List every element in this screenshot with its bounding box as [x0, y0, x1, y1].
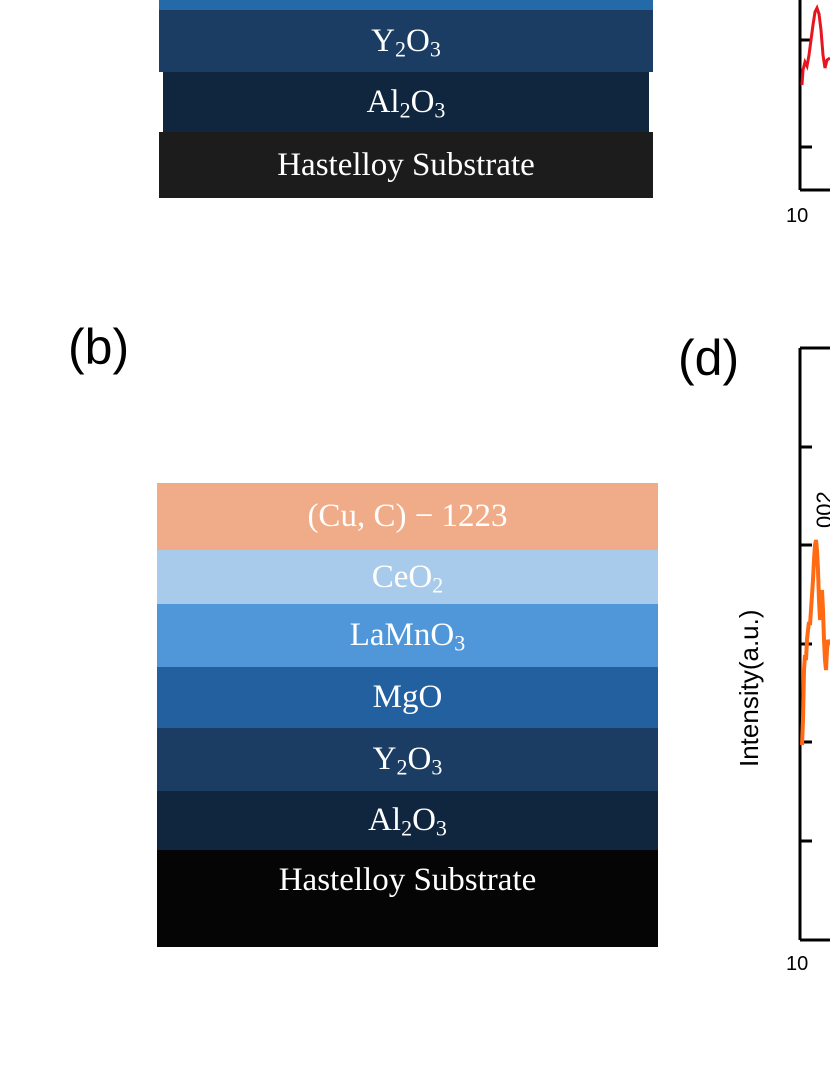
panel-a-layer-stack: Y2O3 Al2O3 Hastelloy Substrate — [159, 0, 653, 198]
layer-label: Hastelloy Substrate — [278, 862, 537, 898]
panel-b-layer-cuc1223: (Cu, C) − 1223 — [157, 483, 658, 550]
panel-b-layer-stack: (Cu, C) − 1223 CeO2 LaMnO3 MgO Y2O3 Al2O… — [157, 483, 658, 947]
layer-label: CeO2 — [371, 558, 444, 597]
layer-label: Al2O3 — [368, 802, 447, 841]
panel-d-chart — [798, 346, 830, 942]
panel-b-layer-al2o3: Al2O3 — [157, 791, 658, 850]
panel-a-layer-al2o3: Al2O3 — [163, 72, 649, 132]
layer-label: Y2O3 — [372, 741, 443, 780]
panel-b-layer-y2o3: Y2O3 — [157, 728, 658, 791]
layer-label: Al2O3 — [366, 83, 446, 122]
panel-a-layer-y2o3: Y2O3 — [159, 10, 653, 72]
layer-label: Y2O3 — [371, 22, 441, 61]
panel-a-layer-substrate: Hastelloy Substrate — [159, 132, 653, 198]
panel-d-series-line — [800, 539, 830, 746]
panel-d-label: (d) — [678, 330, 740, 386]
panel-a-layer-top — [159, 0, 653, 10]
panel-b-layer-mgo: MgO — [157, 667, 658, 728]
layer-label: Hastelloy Substrate — [277, 146, 535, 183]
panel-c-series-line — [800, 4, 830, 86]
layer-label: (Cu, C) − 1223 — [307, 498, 508, 534]
panel-b-layer-lamno3: LaMnO3 — [157, 604, 658, 667]
panel-c-x-tick-label: 10 — [786, 205, 809, 227]
panel-b-label: (b) — [68, 319, 130, 375]
panel-b-layer-substrate: Hastelloy Substrate — [157, 850, 658, 947]
panel-d-y-axis-label: Intensity(a.u.) — [734, 609, 764, 767]
panel-c-chart — [798, 0, 830, 192]
panel-b-layer-ceo2: CeO2 — [157, 550, 658, 604]
layer-label: LaMnO3 — [349, 617, 466, 656]
panel-d-x-tick-label: 10 — [786, 953, 809, 975]
layer-label: MgO — [372, 679, 443, 715]
